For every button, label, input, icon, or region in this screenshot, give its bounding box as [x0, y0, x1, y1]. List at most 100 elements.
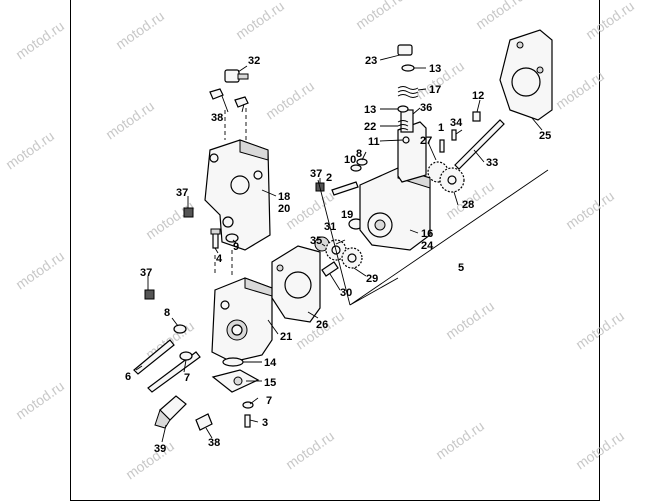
bolt-37-upper — [183, 207, 194, 218]
ball-11 — [402, 136, 410, 144]
callout-13: 13 — [364, 104, 376, 116]
sensor-39 — [154, 395, 187, 429]
watermark: motod.ru — [583, 0, 637, 42]
screw-3 — [244, 414, 251, 428]
watermark: motod.ru — [263, 78, 317, 123]
stud-6 — [133, 339, 201, 393]
washer-10 — [350, 164, 362, 172]
callout-30: 30 — [340, 287, 352, 299]
callout-9: 9 — [233, 241, 239, 253]
callout-21: 21 — [280, 331, 292, 343]
upper-cover-18-20 — [204, 139, 271, 251]
callout-36: 36 — [420, 102, 432, 114]
callout-29: 29 — [366, 273, 378, 285]
callouts: 32 38 18 20 37 9 4 37 8 6 7 21 14 15 7 3… — [125, 55, 551, 455]
callout-38: 38 — [208, 437, 220, 449]
callout-7: 7 — [184, 372, 190, 384]
callout-13: 13 — [429, 63, 441, 75]
key-1 — [439, 139, 445, 153]
watermark: motod.ru — [563, 188, 617, 233]
plate-15 — [211, 369, 260, 393]
callout-12: 12 — [472, 90, 484, 102]
pump-body-16-24 — [359, 167, 431, 251]
callout-11: 11 — [368, 136, 380, 148]
watermark: motod.ru — [473, 0, 527, 32]
watermark: motod.ru — [13, 18, 67, 63]
lower-body-21 — [211, 277, 273, 363]
shaft-33 — [454, 119, 505, 170]
kit-bracket-5 — [317, 169, 549, 306]
watermark: motod.ru — [113, 8, 167, 53]
callout-7: 7 — [266, 395, 272, 407]
callout-8: 8 — [164, 307, 170, 319]
callout-22: 22 — [364, 121, 376, 133]
callout-15: 15 — [264, 377, 276, 389]
watermark: motod.ru — [13, 248, 67, 293]
callout-37: 37 — [176, 187, 188, 199]
callout-18: 18 — [278, 191, 290, 203]
washer-7-left — [179, 351, 193, 361]
callout-1: 1 — [438, 122, 444, 134]
gasket-25 — [499, 29, 553, 121]
bolt-2 — [331, 181, 359, 196]
watermark: motod.ru — [143, 198, 197, 243]
spring-22 — [397, 120, 409, 131]
watermark: motod.ru — [433, 418, 487, 463]
callout-38: 38 — [211, 112, 223, 124]
screw-12 — [472, 111, 481, 122]
cover-plate-26 — [271, 245, 321, 323]
callout-4: 4 — [216, 253, 223, 265]
callout-27: 27 — [420, 135, 432, 147]
shaft-30 — [321, 261, 339, 277]
callout-39: 39 — [154, 443, 166, 455]
watermark: motod.ru — [573, 308, 627, 353]
callout-33: 33 — [486, 157, 498, 169]
spring-17 — [397, 86, 419, 98]
callout-5: 5 — [458, 262, 464, 274]
key-34 — [451, 129, 457, 141]
oring-13 — [397, 64, 415, 113]
callout-32: 32 — [248, 55, 260, 67]
gear-29 — [341, 247, 363, 269]
callout-17: 17 — [429, 84, 441, 96]
watermark: motod.ru — [283, 428, 337, 473]
callout-25: 25 — [539, 130, 551, 142]
leader-lines — [135, 54, 543, 443]
fitting-38-top — [209, 88, 249, 108]
gasket-14 — [222, 357, 244, 367]
watermark: motod.ru — [3, 128, 57, 173]
callout-24: 24 — [421, 240, 434, 252]
callout-2: 2 — [326, 172, 332, 184]
watermark: motod.ru — [103, 98, 157, 143]
watermark: motod.ru — [123, 438, 177, 483]
watermark: motod.ru — [443, 298, 497, 343]
callout-37: 37 — [140, 267, 152, 279]
screw-4 — [210, 228, 221, 249]
callout-28: 28 — [462, 199, 474, 211]
fitting-38-bottom — [195, 413, 213, 431]
watermark: motod.ru — [353, 0, 407, 32]
bolt-37-lower — [144, 289, 155, 300]
callout-10: 10 — [344, 154, 356, 166]
callout-23: 23 — [365, 55, 377, 67]
callout-16: 16 — [421, 228, 433, 240]
watermark: motod.ru — [233, 0, 287, 42]
callout-35: 35 — [310, 235, 322, 247]
callout-34: 34 — [450, 117, 463, 129]
cap-23 — [397, 44, 413, 56]
gear-28 — [439, 167, 465, 193]
callout-19: 19 — [341, 209, 353, 221]
watermark: motod.ru — [13, 378, 67, 423]
watermark: motod.ru — [553, 68, 607, 113]
callout-14: 14 — [264, 357, 277, 369]
callout-31: 31 — [324, 221, 336, 233]
fitting-32 — [224, 69, 249, 83]
callout-37: 37 — [310, 168, 322, 180]
callout-20: 20 — [278, 203, 290, 215]
washer-9 — [225, 233, 239, 243]
watermark: motod.ru — [573, 428, 627, 473]
callout-6: 6 — [125, 371, 131, 383]
callout-26: 26 — [316, 319, 328, 331]
